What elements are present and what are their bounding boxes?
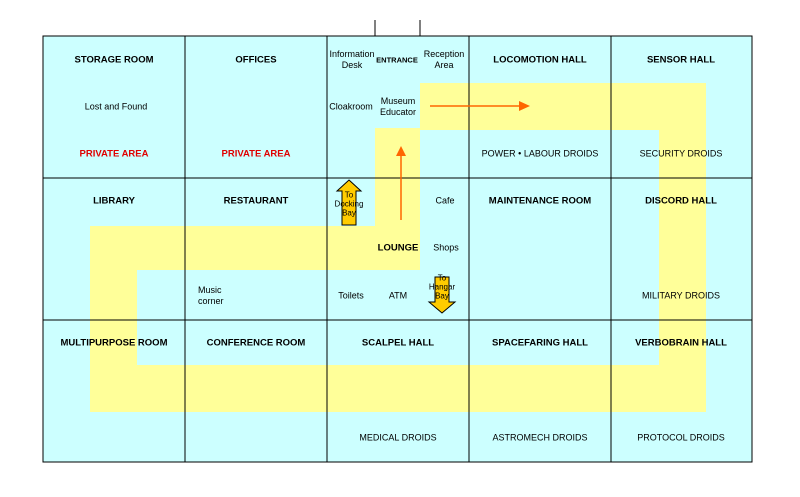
storage-room-label: STORAGE ROOM (74, 54, 154, 66)
atm-label: ATM (388, 290, 408, 301)
direction-arrow-up (396, 146, 406, 220)
sensor-hall-label: SENSOR HALL (646, 54, 716, 66)
to-docking-bay-label: To Docking Bay (334, 190, 364, 218)
medical-droids-label: MEDICAL DROIDS (359, 432, 437, 443)
entrance-label: ENTRANCE (376, 55, 418, 65)
cafe-label: Cafe (435, 195, 455, 206)
room-walls (43, 36, 752, 462)
to-hangar-bay-label: To Hangar Bay (428, 273, 456, 301)
shops-label: Shops (433, 242, 459, 253)
cloakroom-label: Cloakroom (329, 101, 373, 112)
lounge-label: LOUNGE (377, 242, 419, 254)
offices-label: OFFICES (235, 54, 277, 66)
private-area-storage-label: PRIVATE AREA (79, 148, 149, 160)
power-labour-droids-label: POWER • LABOUR DROIDS (481, 148, 599, 159)
docking-bay-arrow (335, 179, 363, 226)
restaurant-label: RESTAURANT (223, 195, 289, 207)
hangar-bay-arrow (427, 276, 457, 314)
information-desk-label: Information Desk (329, 49, 375, 70)
scalpel-hall-label: SCALPEL HALL (361, 337, 435, 349)
multipurpose-room-label: MULTIPURPOSE ROOM (60, 337, 168, 349)
military-droids-label: MILITARY DROIDS (641, 290, 721, 301)
security-droids-label: SECURITY DROIDS (639, 148, 723, 159)
lost-and-found-label: Lost and Found (84, 101, 148, 112)
library-label: LIBRARY (93, 195, 135, 207)
maintenance-room-label: MAINTENANCE ROOM (488, 195, 592, 207)
toilets-label: Toilets (338, 290, 364, 301)
protocol-droids-label: PROTOCOL DROIDS (637, 432, 725, 443)
astromech-droids-label: ASTROMECH DROIDS (492, 432, 588, 443)
private-area-offices-label: PRIVATE AREA (221, 148, 291, 160)
conference-room-label: CONFERENCE ROOM (206, 337, 306, 349)
discord-hall-label: DISCORD HALL (645, 195, 717, 207)
tour-path (90, 83, 706, 412)
spacefaring-hall-label: SPACEFARING HALL (492, 337, 588, 349)
museum-educator-label: Museum Educator (379, 96, 417, 117)
locomotion-hall-label: LOCOMOTION HALL (493, 54, 587, 66)
reception-area-label: Reception Area (423, 49, 465, 70)
music-corner-label: Music corner (198, 285, 224, 306)
direction-arrow-right (430, 101, 530, 111)
verbobrain-hall-label: VERBOBRAIN HALL (635, 337, 727, 349)
